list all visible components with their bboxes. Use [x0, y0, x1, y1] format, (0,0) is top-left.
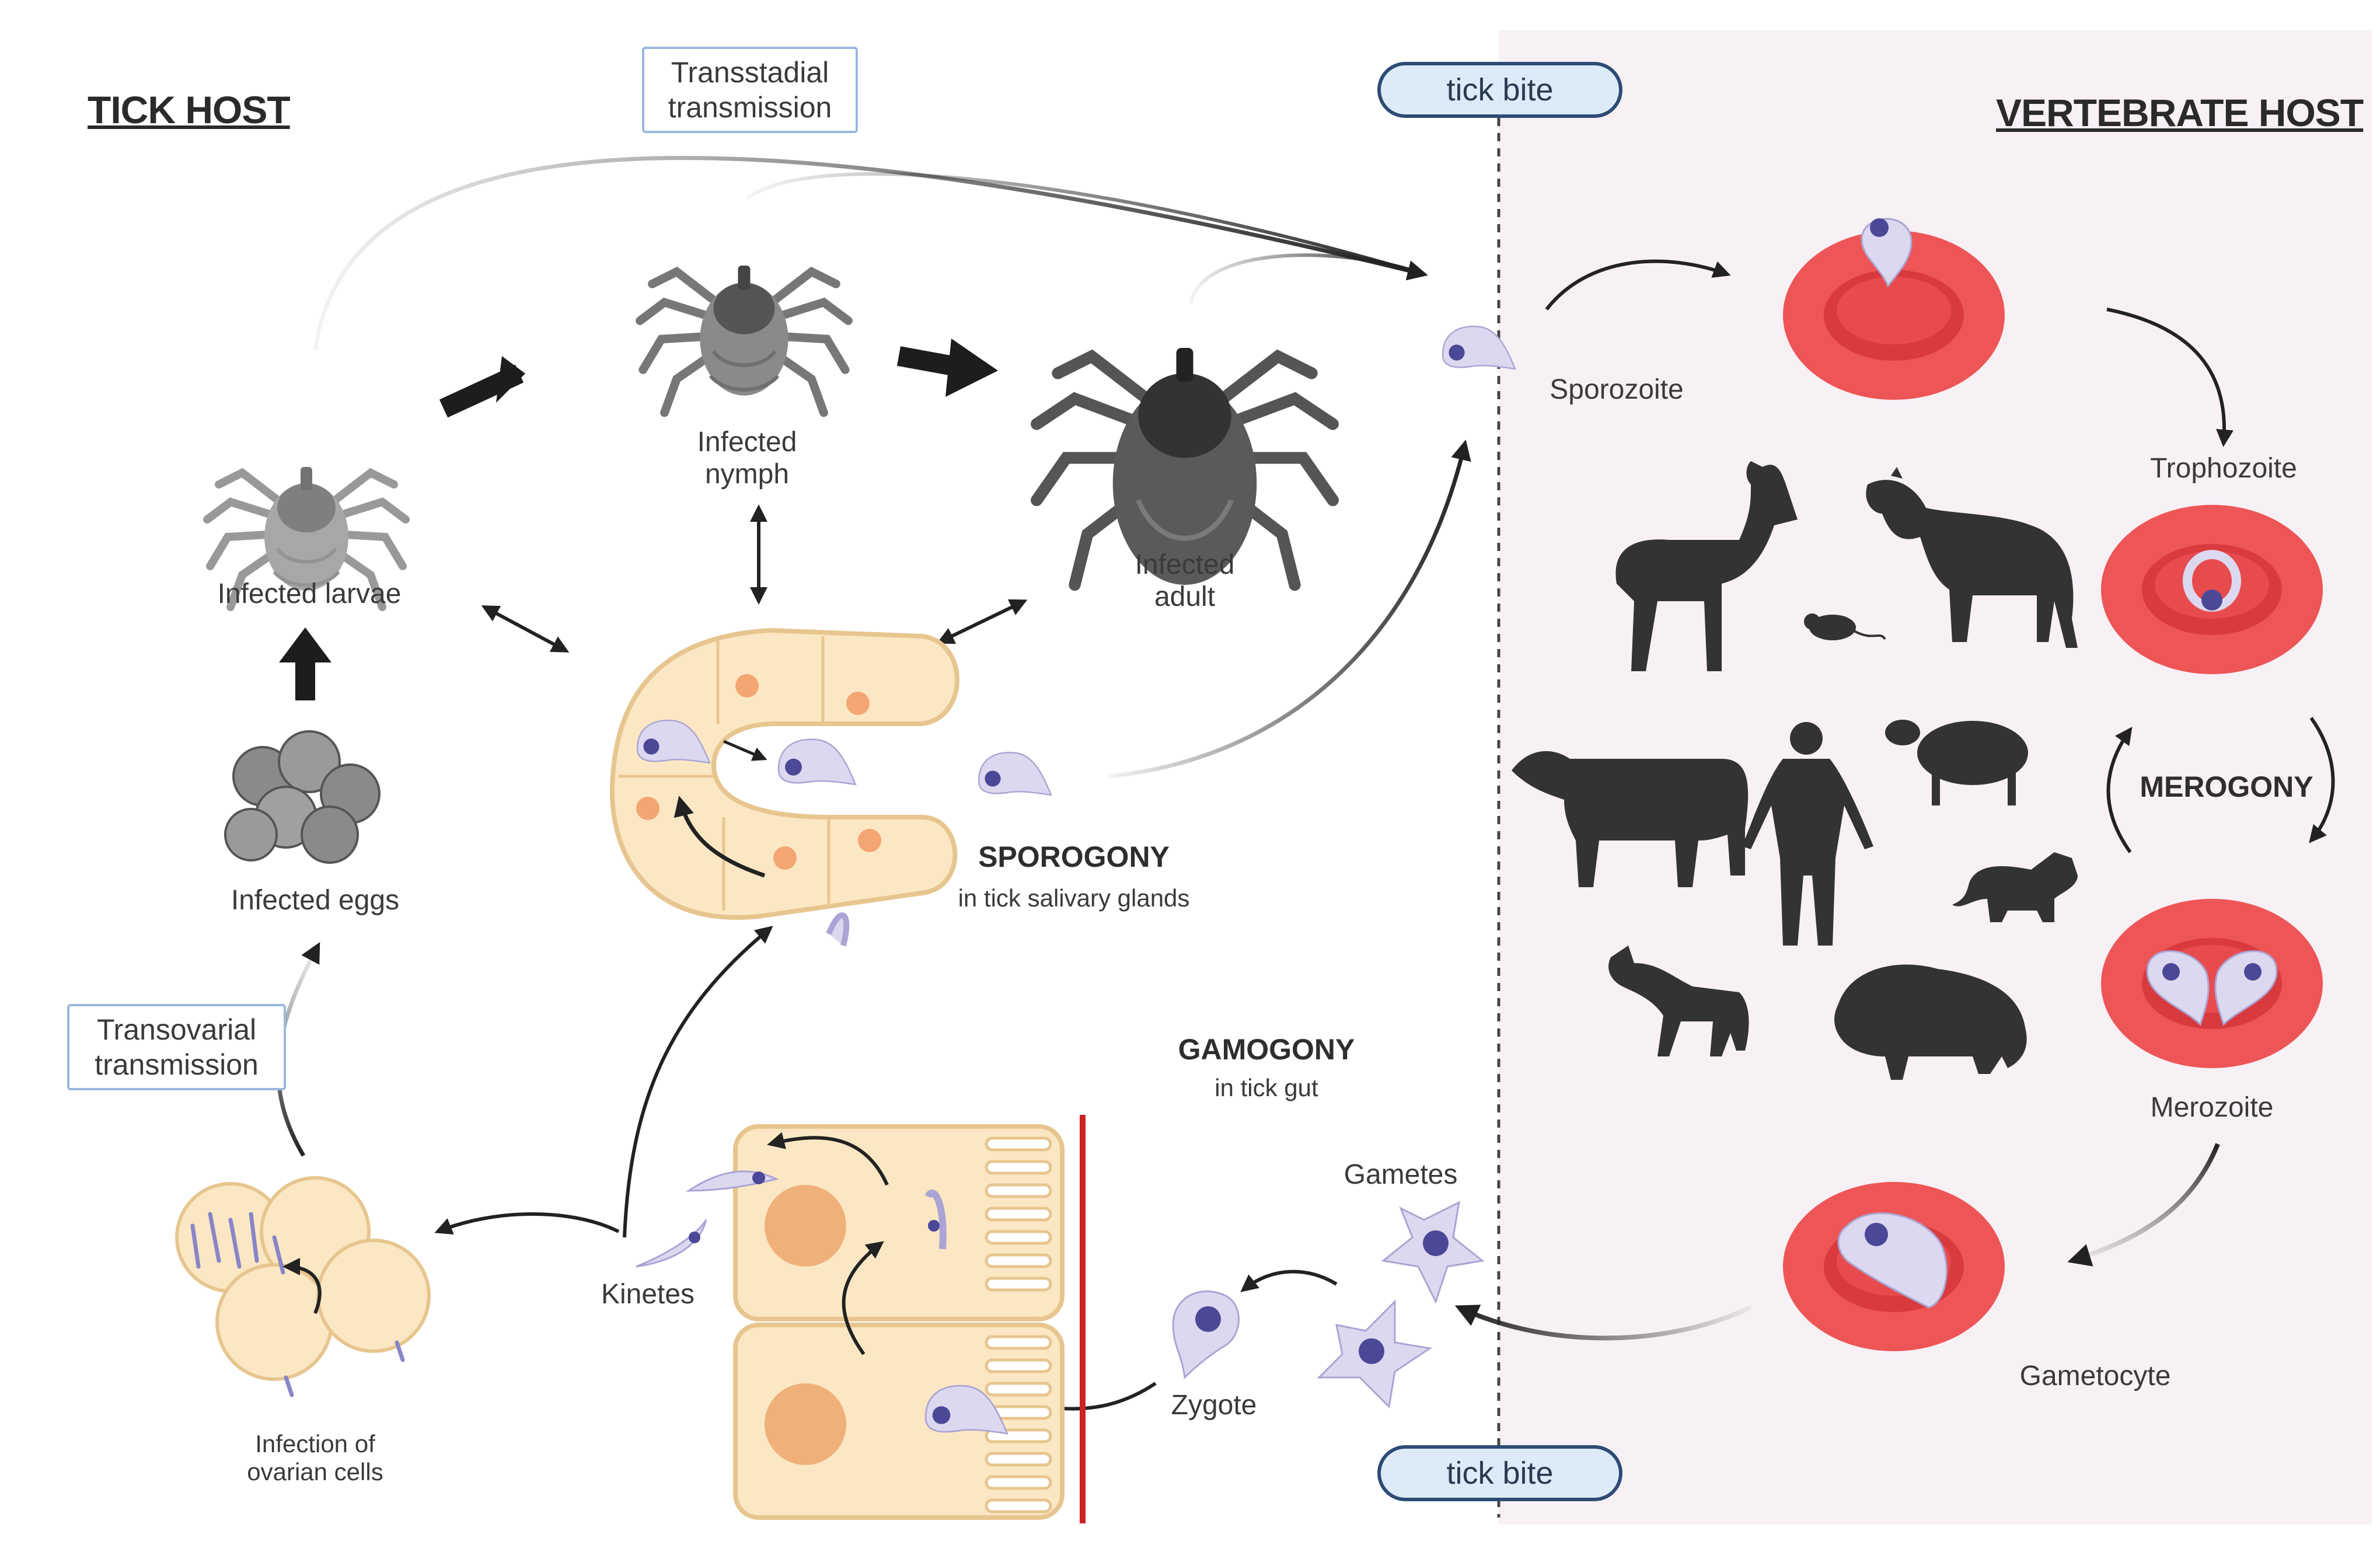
kinetes-group	[636, 1170, 779, 1268]
ovarian-cells	[175, 1176, 431, 1397]
kinetes-label: Kinetes	[601, 1279, 695, 1310]
gut-kinete-1	[924, 1190, 947, 1250]
sporozoite-to-rbc-arrow	[1545, 259, 1731, 311]
transstadial-line-2: transmission	[668, 91, 832, 124]
salivary-gland	[610, 627, 959, 920]
transstadial-arrow-adult	[1189, 253, 1425, 304]
transstadial-line-1: Transstadial	[671, 56, 829, 89]
infected-nymph-label: Infected nymph	[665, 426, 829, 490]
released-sporozoite	[978, 752, 1052, 796]
merogony-arrow-up	[2106, 727, 2133, 853]
sheep-silhouette	[1885, 720, 2028, 805]
ovarian-line-2: ovarian cells	[247, 1458, 383, 1486]
merogony-label: MEROGONY	[2140, 770, 2313, 803]
infected-larvae-label: Infected larvae	[217, 578, 402, 609]
kinetes-to-ovary-arrow	[434, 1212, 620, 1235]
gametes-label: Gametes	[1343, 1159, 1458, 1190]
kinetes-to-gland-arrow	[623, 926, 773, 1238]
gamogony-title: GAMOGONY	[1178, 1033, 1355, 1066]
tick-bite-top-label: tick bite	[1446, 72, 1554, 107]
adult-line-1: Infected	[1135, 549, 1235, 580]
pronghorn-silhouette	[1615, 461, 1798, 671]
transovarial-transmission-label: Transovarial transmission	[67, 1004, 286, 1090]
bison-silhouette	[1834, 964, 2027, 1080]
rbc-gametocyte	[1783, 1182, 2005, 1351]
cat-silhouette	[1952, 852, 2078, 922]
infected-adult-tick	[1031, 348, 1339, 591]
transstadial-arrow-larvae	[313, 156, 1428, 351]
tick-bite-bottom-label: tick bite	[1446, 1456, 1554, 1491]
gametocyte-to-gametes-arrow	[1454, 1305, 1752, 1341]
nymph-line-2: nymph	[704, 459, 790, 490]
gland-kinete	[826, 912, 850, 947]
tick-gut-cells	[733, 1115, 1086, 1523]
ovarian-infection-label: Infection of ovarian cells	[216, 1430, 414, 1487]
infected-nymph-tick	[640, 266, 849, 413]
horse-silhouette	[1866, 467, 2078, 648]
gametocyte-label: Gametocyte	[2019, 1361, 2171, 1391]
adult-gland-arrow	[936, 599, 1028, 644]
gut-kinete-migrate-arrow	[842, 1241, 884, 1355]
mouse-silhouette	[1804, 613, 1886, 640]
sporozoite-label: Sporozoite	[1550, 374, 1684, 405]
gland-sporozoite-2	[777, 738, 857, 786]
tick-bite-top-badge: tick bite	[1377, 62, 1622, 118]
zygote-icon	[1172, 1290, 1240, 1380]
merogony-arrow-down	[2309, 717, 2335, 843]
cow-silhouette	[1512, 751, 1749, 887]
sporogony-to-bite-arrow	[1108, 440, 1471, 779]
adult-line-2: adult	[1154, 581, 1216, 613]
trophozoite-label: Trophozoite	[2150, 453, 2297, 484]
sporogony-subtitle: in tick salivary glands	[958, 884, 1190, 912]
human-silhouette	[1742, 722, 1873, 946]
merozoite-to-gametocyte-arrow	[2067, 1143, 2220, 1267]
infected-eggs-cluster	[224, 730, 381, 864]
transstadial-arrow-nymph	[746, 172, 1425, 276]
transstadial-transmission-label: Transstadial transmission	[642, 47, 858, 133]
gut-kinete-up-arrow	[767, 1132, 889, 1186]
merozoite-label: Merozoite	[2150, 1092, 2274, 1123]
rbc-trophozoite	[2101, 505, 2323, 674]
dog-silhouette	[1608, 946, 1749, 1056]
rbc-sporozoite-entry	[1783, 218, 2005, 400]
tick-bite-bottom-badge: tick bite	[1377, 1445, 1622, 1501]
vertebrate-host-title: VERTEBRATE HOST	[1996, 91, 2364, 134]
ovarian-line-1: Infection of	[255, 1430, 375, 1457]
gametes-group	[1317, 1201, 1485, 1409]
sporogony-title: SPOROGONY	[978, 840, 1170, 873]
rbc-merozoite	[2101, 899, 2323, 1068]
rbc-to-trophozoite-arrow	[2106, 308, 2234, 447]
gametes-to-zygote-arrow	[1240, 1269, 1338, 1292]
tick-host-title: TICK HOST	[88, 88, 291, 131]
gamogony-subtitle: in tick gut	[1215, 1074, 1318, 1101]
infected-adult-label: Infected adult	[1103, 549, 1266, 613]
zygote-label: Zygote	[1171, 1390, 1257, 1421]
transovarial-line-1: Transovarial	[96, 1013, 257, 1046]
animal-silhouettes	[1512, 461, 2078, 1080]
infected-eggs-label: Infected eggs	[231, 885, 400, 916]
larvae-gland-arrow	[481, 605, 570, 653]
transovarial-line-2: transmission	[95, 1048, 259, 1081]
nymph-line-1: Infected	[697, 427, 797, 458]
